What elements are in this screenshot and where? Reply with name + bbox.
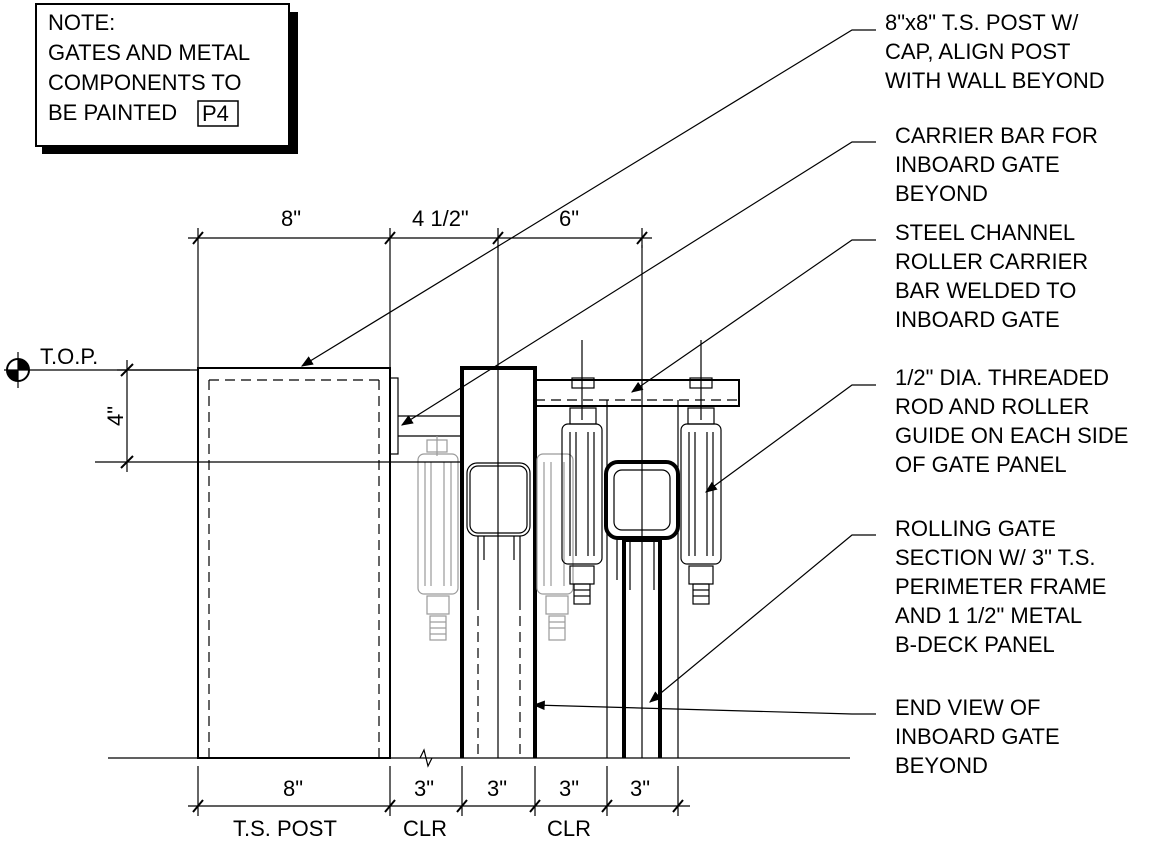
roller-guide-left-beyond [417,436,459,641]
callout-gate-line-4: AND 1 1/2" METAL [895,603,1082,628]
callout-rolling-gate: ROLLING GATE SECTION W/ 3" T.S. PERIMETE… [895,516,1106,657]
callout-inboard-gate: END VIEW OF INBOARD GATE BEYOND [895,695,1060,778]
carrier-bar [389,377,462,455]
dim-side: 4" [103,406,128,426]
callout-channel-line-3: BAR WELDED TO [895,278,1076,303]
note-line-4: BE PAINTED [48,100,177,125]
callout-carrier-line-3: BEYOND [895,181,988,206]
callout-rod-line-4: OF GATE PANEL [895,452,1067,477]
callout-rod-line-3: GUIDE ON EACH SIDE [895,423,1128,448]
label-ts-post: T.S. POST [233,816,337,841]
callout-gate-line-1: ROLLING GATE [895,516,1056,541]
note-line-3: COMPONENTS TO [48,70,242,95]
label-clr-2: CLR [547,816,591,841]
note-line-1: NOTE: [48,10,115,35]
callout-inboard-line-2: INBOARD GATE [895,724,1060,749]
paint-tag-box [197,100,239,127]
dim-top-gate: 6" [559,206,579,231]
callout-post-line-3: WITH WALL BEYOND [885,68,1105,93]
callout-rod-line-2: ROD AND ROLLER [895,394,1089,419]
dim-bottom-clr-1: 3" [414,776,434,801]
bottom-dimensions: 8" 3" 3" 3" 3" T.S. POST CLR CLR [188,766,690,841]
side-dimension: 4" [95,360,462,472]
callout-carrier-line-1: CARRIER BAR FOR [895,123,1098,148]
top-label: T.O.P. [40,344,98,369]
callout-steel-channel: STEEL CHANNEL ROLLER CARRIER BAR WELDED … [895,220,1088,332]
callout-inboard-line-1: END VIEW OF [895,695,1040,720]
callout-channel-line-4: INBOARD GATE [895,307,1060,332]
dim-bottom-post: 8" [283,776,303,801]
break-symbol [419,748,433,768]
leaders [300,29,876,715]
top-of-post-marker: T.O.P. [4,344,190,388]
paint-tag: P4 [202,101,229,126]
callout-post: 8"x8" T.S. POST W/ CAP, ALIGN POST WITH … [885,10,1105,93]
callout-gate-line-2: SECTION W/ 3" T.S. [895,545,1096,570]
callout-post-line-1: 8"x8" T.S. POST W/ [885,10,1079,35]
dim-bottom-clr-2: 3" [559,776,579,801]
callout-channel-line-1: STEEL CHANNEL [895,220,1075,245]
callout-inboard-line-3: BEYOND [895,753,988,778]
callout-gate-line-5: B-DECK PANEL [895,632,1055,657]
roller-guide-left [561,340,603,605]
dim-bottom-gate-2: 3" [630,776,650,801]
callout-gate-line-3: PERIMETER FRAME [895,574,1106,599]
label-clr-1: CLR [403,816,447,841]
dim-top-gap: 4 1/2" [412,206,469,231]
callout-rod-line-1: 1/2" DIA. THREADED [895,365,1109,390]
inboard-gate-beyond [460,245,537,758]
note-box: NOTE: GATES AND METAL COMPONENTS TO BE P… [35,3,298,154]
callout-carrier-line-2: INBOARD GATE [895,152,1060,177]
callout-post-line-2: CAP, ALIGN POST [885,39,1070,64]
ts-post [197,367,391,759]
note-line-2: GATES AND METAL [48,40,250,65]
callout-channel-line-2: ROLLER CARRIER [895,249,1088,274]
dim-bottom-gate-1: 3" [487,776,507,801]
callout-threaded-rod: 1/2" DIA. THREADED ROD AND ROLLER GUIDE … [895,365,1128,477]
rolling-gate-section [604,245,680,758]
roller-guide-middle-beyond [536,453,574,641]
dim-top-post: 8" [281,206,301,231]
callout-carrier-bar: CARRIER BAR FOR INBOARD GATE BEYOND [895,123,1098,206]
top-dimensions: 8" 4 1/2" 6" [188,206,652,368]
roller-guide-right [680,340,722,605]
steel-channel-carrier-bar [534,379,740,407]
